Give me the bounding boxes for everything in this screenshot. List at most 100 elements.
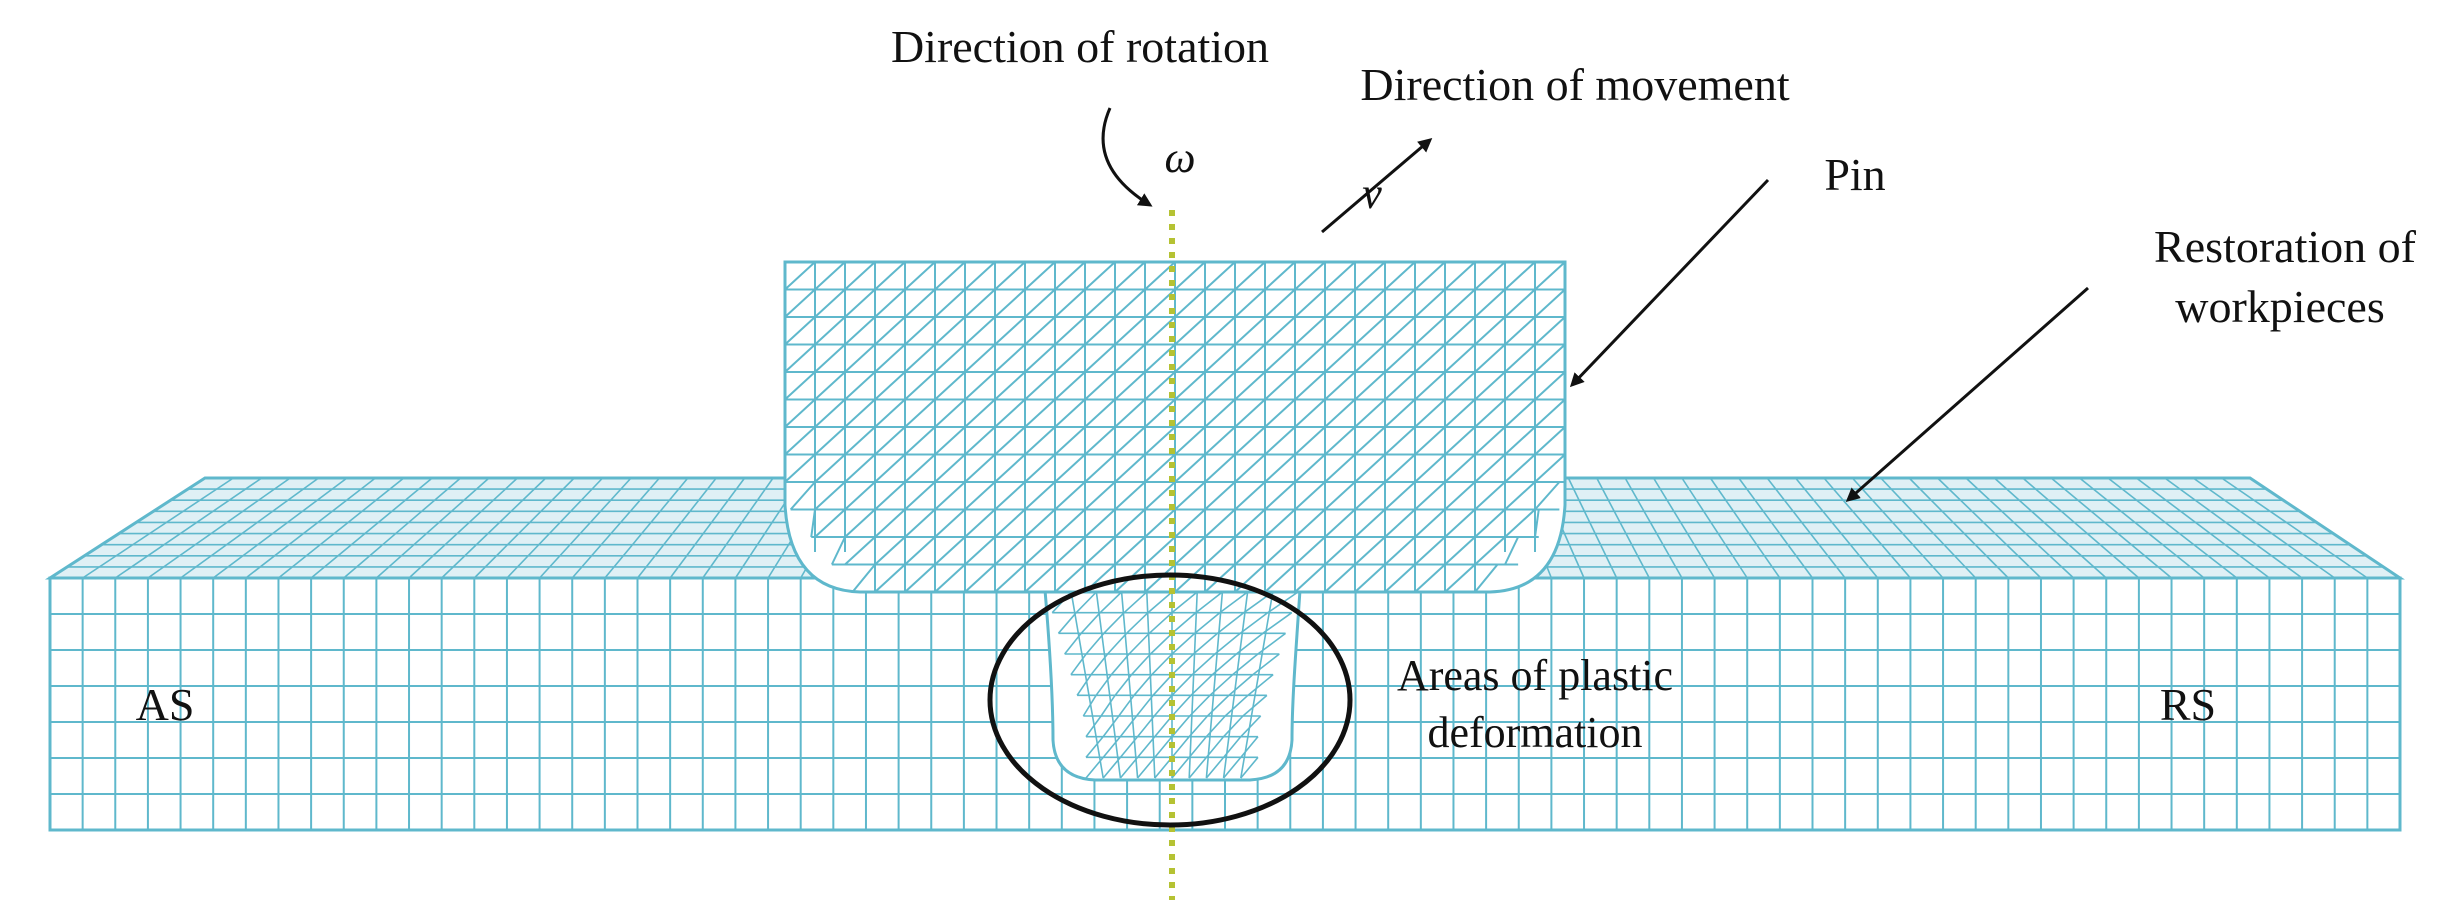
mesh-line	[1474, 343, 1506, 373]
mesh-line	[1024, 481, 1056, 511]
mesh-line	[1146, 591, 1156, 779]
mesh-line	[904, 508, 936, 538]
mesh-line	[784, 398, 816, 428]
mesh-line	[1222, 756, 1242, 779]
mesh-line	[1534, 371, 1566, 401]
mesh-line	[2221, 477, 2368, 579]
plastic-label-line2: deformation	[1427, 708, 1642, 757]
pin-label: Pin	[1824, 149, 1885, 200]
mesh-line	[964, 536, 996, 566]
mesh-line	[1294, 316, 1326, 346]
mesh-line	[844, 316, 876, 346]
mesh-line	[1234, 371, 1266, 401]
mesh-line	[1084, 288, 1116, 318]
mesh-line	[964, 288, 996, 318]
mesh-line	[814, 316, 846, 346]
mesh-line	[1324, 481, 1356, 511]
mesh-line	[1444, 481, 1476, 511]
mesh-line	[1211, 653, 1237, 676]
mesh-line	[934, 316, 966, 346]
mesh-line	[1474, 426, 1506, 456]
mesh-line	[904, 316, 936, 346]
mesh-line	[1240, 715, 1262, 738]
mesh-line	[604, 477, 689, 579]
mesh-line	[1024, 343, 1056, 373]
mesh-line	[1075, 591, 1097, 614]
mesh-line	[1324, 371, 1356, 401]
mesh-line	[994, 508, 1026, 538]
mesh-line	[1126, 612, 1149, 634]
mesh-line	[1205, 591, 1224, 779]
mesh-line	[1232, 653, 1259, 676]
mesh-line	[1354, 261, 1386, 291]
mesh-line	[1324, 508, 1356, 538]
mesh-line	[1054, 426, 1086, 456]
mesh-line	[1024, 453, 1056, 483]
mesh-line	[1504, 343, 1536, 373]
mesh-line	[844, 426, 876, 456]
mesh-line	[1095, 591, 1122, 779]
mesh-line	[814, 453, 846, 483]
mesh-line	[1652, 477, 1716, 579]
mesh-line	[1234, 261, 1266, 291]
mesh-line	[1444, 453, 1476, 483]
mesh-line	[2192, 477, 2336, 579]
mesh-line	[1324, 343, 1356, 373]
mesh-line	[1222, 591, 1249, 779]
mesh-line	[1149, 632, 1173, 655]
velocity-symbol: ν	[1362, 169, 1382, 218]
mesh-line	[1084, 261, 1116, 291]
mesh-line	[844, 508, 876, 538]
mesh-line	[1504, 426, 1536, 456]
mesh-line	[1135, 694, 1154, 717]
mesh-line	[1264, 426, 1296, 456]
mesh-line	[1205, 715, 1226, 738]
mesh-line	[994, 453, 1026, 483]
mesh-line	[1851, 477, 1944, 579]
restoration-pointer-arrow	[1845, 286, 2089, 502]
mesh-line	[1084, 343, 1116, 373]
mesh-line	[1567, 477, 1618, 579]
mesh-line	[1174, 426, 1206, 456]
restoration-label-line1: Restoration of	[2154, 221, 2417, 272]
mesh-line	[1171, 736, 1190, 758]
mesh-line	[180, 477, 320, 579]
mesh-line	[82, 477, 234, 579]
mesh-line	[1294, 288, 1326, 318]
mesh-line	[1114, 674, 1133, 696]
mesh-line	[964, 426, 996, 456]
mesh-line	[1114, 371, 1146, 401]
mesh-line	[1144, 316, 1176, 346]
mesh-line	[1171, 694, 1192, 717]
mesh-line	[1174, 536, 1206, 566]
mesh-line	[1474, 453, 1506, 483]
mesh-line	[1474, 398, 1506, 428]
mesh-line	[1024, 426, 1056, 456]
mesh-line	[874, 536, 906, 566]
mesh-line	[1504, 288, 1536, 318]
mesh-line	[934, 371, 966, 401]
mesh-line	[1114, 536, 1146, 566]
mesh-line	[874, 453, 906, 483]
mesh-line	[1144, 508, 1176, 538]
mesh-line	[1192, 632, 1218, 655]
mesh-line	[1354, 536, 1386, 566]
plastic-label-line1: Areas of plastic	[1397, 651, 1673, 700]
mesh-line	[1444, 426, 1476, 456]
mesh-line	[904, 426, 936, 456]
mesh-line	[1054, 536, 1086, 566]
mesh-line	[1474, 481, 1506, 511]
mesh-line	[1136, 756, 1156, 779]
mesh-line	[1188, 736, 1208, 758]
mesh-line	[1534, 398, 1566, 428]
mesh-line	[245, 477, 376, 579]
mesh-line	[1264, 536, 1296, 566]
mesh-line	[1024, 398, 1056, 428]
mesh-line	[1174, 343, 1206, 373]
mesh-line	[1171, 653, 1195, 676]
mesh-line	[1234, 316, 1266, 346]
mesh-line	[904, 481, 936, 511]
mesh-line	[1057, 612, 1077, 634]
mesh-line	[1534, 343, 1566, 373]
mesh-line	[1123, 591, 1148, 614]
